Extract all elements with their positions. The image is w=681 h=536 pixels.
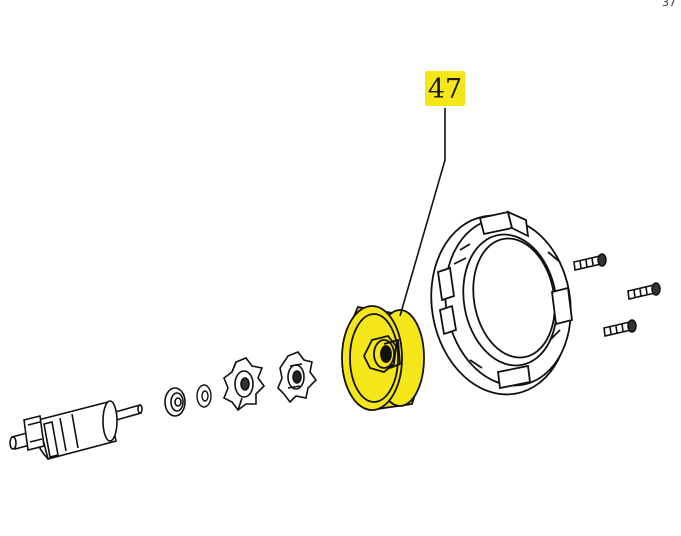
callout-number: 47 bbox=[428, 74, 462, 105]
callout-label: 47 bbox=[425, 71, 465, 106]
planet-gear bbox=[277, 351, 318, 404]
screw bbox=[627, 282, 661, 300]
highlighted-cup bbox=[341, 305, 425, 411]
armature-shaft bbox=[9, 400, 143, 460]
sun-gear bbox=[222, 357, 266, 412]
screw bbox=[573, 253, 607, 271]
washer bbox=[196, 384, 212, 408]
screw bbox=[603, 319, 637, 337]
bearing bbox=[164, 387, 186, 417]
corner-mark: 37 bbox=[662, 0, 676, 9]
callout-leader-line bbox=[399, 108, 446, 317]
ring-gear-housing bbox=[430, 210, 573, 396]
